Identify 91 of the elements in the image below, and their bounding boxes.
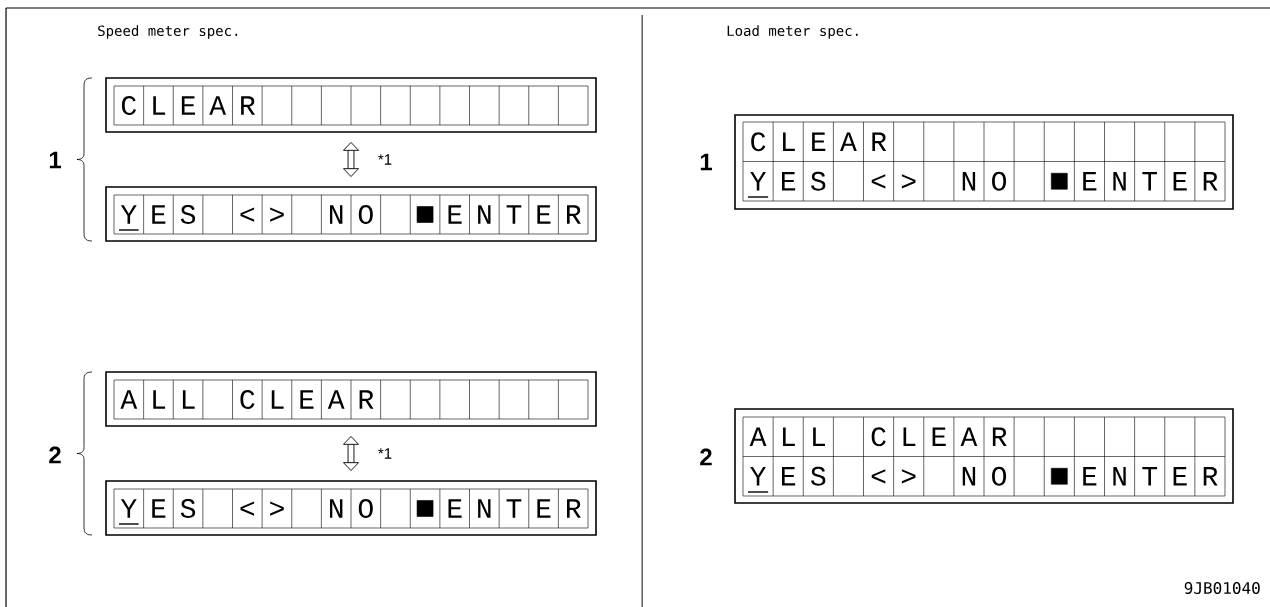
double-arrow [343, 436, 359, 471]
display-character: E [1173, 467, 1187, 486]
display-character: Y [120, 205, 137, 224]
display-character: O [992, 171, 1007, 191]
display-character: O [992, 466, 1007, 486]
display-character: L [783, 132, 795, 151]
section-title: Load meter spec. [727, 25, 858, 39]
display-character: E [1083, 467, 1097, 486]
display-character: E [1173, 172, 1187, 191]
display-character: A [960, 427, 978, 446]
display-character: T [1142, 172, 1158, 191]
display-character: C [871, 427, 886, 447]
lcd-display [105, 371, 597, 427]
display-character: R [992, 427, 1007, 446]
drawing-number: 9JB01040 [1184, 581, 1260, 595]
display-character: > [270, 501, 284, 516]
display-character: N [1113, 467, 1126, 486]
display-character: R [567, 205, 581, 224]
display-character: E [448, 499, 462, 518]
display-character: < [240, 207, 255, 222]
display-character: T [506, 499, 522, 518]
display-character: > [901, 469, 916, 484]
display-character: E [181, 96, 195, 115]
display-character: R [872, 132, 887, 151]
item-number: 1 [700, 153, 712, 171]
double-arrow [343, 142, 359, 177]
display-character: E [812, 132, 826, 151]
display-character: A [209, 96, 227, 115]
display-character: N [962, 172, 976, 191]
edge-label: *1 [378, 448, 392, 459]
lcd-display [105, 186, 597, 242]
display-character: N [330, 205, 343, 224]
display-character: L [153, 390, 166, 409]
display-character: S [180, 499, 196, 518]
display-character: O [358, 205, 373, 224]
display-character: Y [120, 499, 137, 518]
lcd-display [105, 480, 597, 536]
display-character: T [506, 205, 522, 224]
display-character: L [813, 427, 825, 446]
display-character: S [811, 466, 826, 486]
display-character: E [782, 172, 796, 191]
display-character: E [537, 205, 551, 224]
display-character: E [782, 467, 796, 486]
lcd-display [734, 408, 1234, 504]
display-character: L [903, 427, 916, 446]
display-character: R [241, 96, 255, 115]
display-character: E [932, 427, 946, 446]
display-character: Y [750, 172, 766, 191]
display-character: < [240, 501, 255, 516]
display-character: R [567, 499, 581, 518]
display-character: R [359, 390, 374, 409]
display-character: N [478, 205, 491, 224]
display-character: C [751, 132, 766, 152]
display-character: A [840, 132, 857, 151]
display-character: N [1113, 172, 1126, 191]
item-number: 2 [49, 446, 61, 464]
display-character: < [871, 174, 886, 189]
display-character: > [901, 174, 916, 189]
display-character: E [300, 390, 314, 409]
item-number: 1 [49, 151, 61, 169]
display-character: R [1203, 467, 1218, 486]
display-character: L [182, 390, 195, 409]
display-character: > [270, 207, 284, 222]
display-character: N [330, 499, 343, 518]
display-character: T [1142, 467, 1158, 486]
display-character: < [871, 469, 886, 484]
display-character: L [271, 390, 284, 409]
display-character: C [121, 96, 136, 115]
lcd-display [105, 77, 597, 133]
display-character: E [152, 499, 166, 518]
section-title: Speed meter spec. [98, 25, 238, 39]
edge-label: *1 [378, 154, 392, 165]
display-character: S [180, 205, 196, 224]
display-character: O [358, 499, 373, 518]
display-character: L [783, 427, 795, 446]
display-character: E [152, 205, 166, 224]
display-character: S [811, 171, 826, 191]
display-character: R [1203, 172, 1218, 191]
display-character: L [153, 96, 166, 115]
display-character: N [962, 467, 976, 486]
display-character: N [478, 499, 491, 518]
display-character: C [240, 390, 255, 409]
display-character: E [1083, 172, 1097, 191]
display-character: E [537, 499, 551, 518]
item-number: 2 [700, 448, 712, 466]
lcd-display [734, 114, 1234, 210]
display-character: A [120, 390, 138, 409]
display-character: A [327, 390, 345, 409]
display-character: E [448, 205, 462, 224]
display-character: A [749, 427, 767, 446]
display-character: Y [750, 467, 766, 486]
